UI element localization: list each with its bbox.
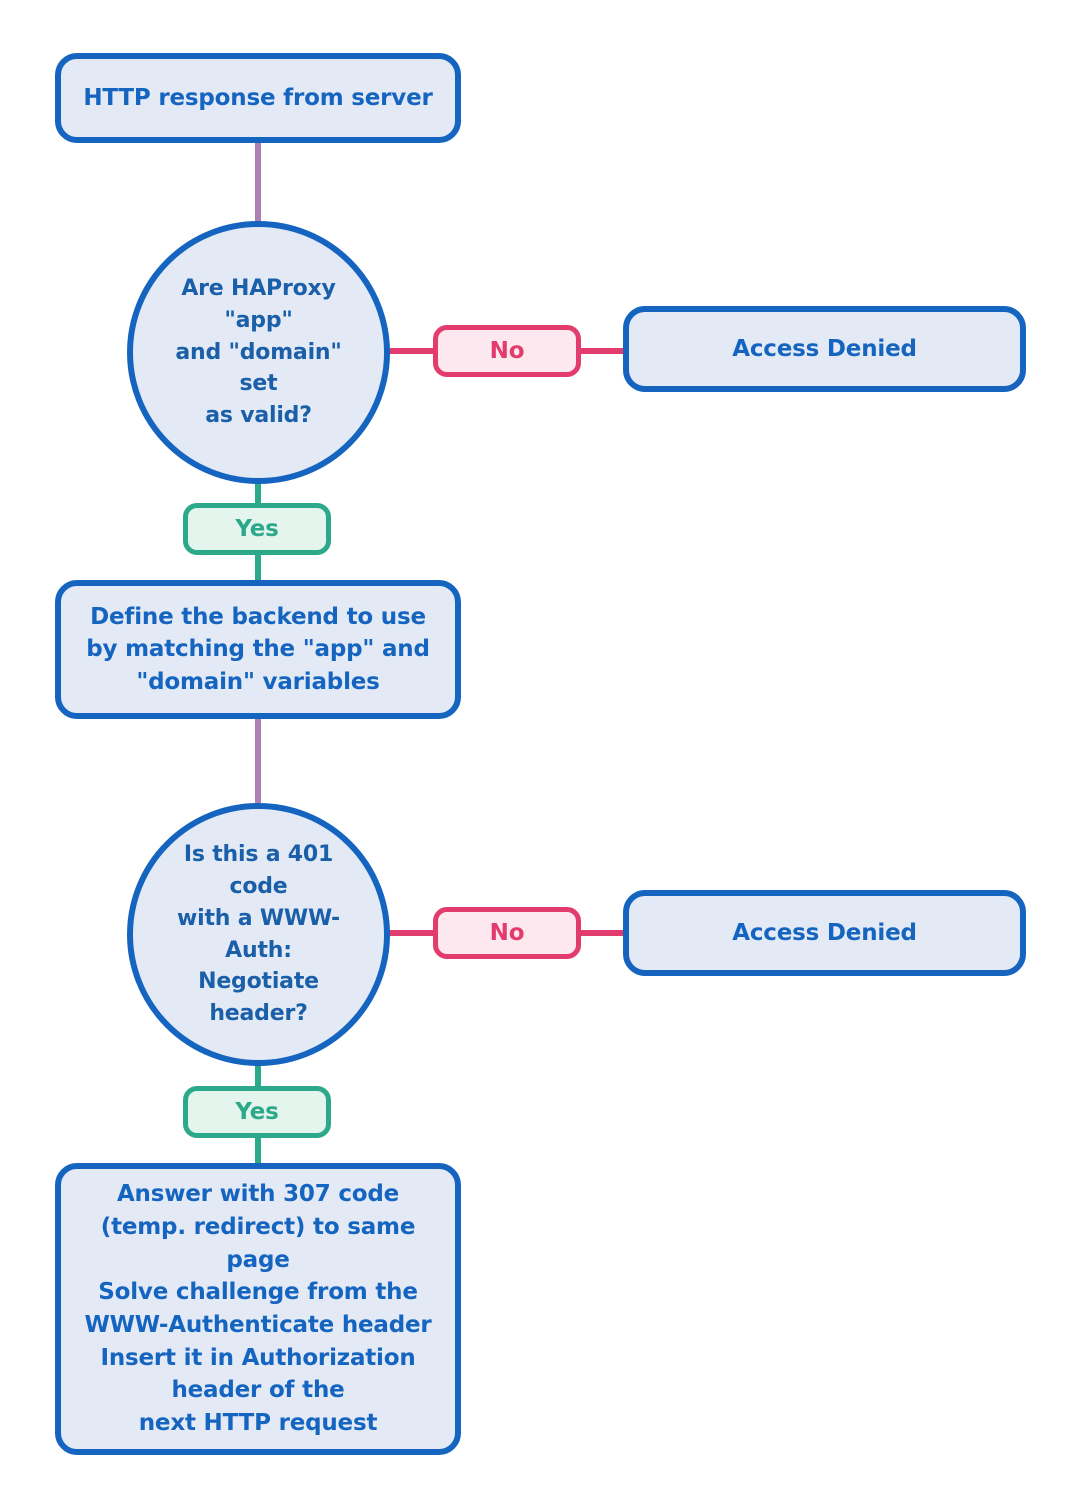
edge-decision2-to-no-label-2 bbox=[385, 930, 437, 936]
node-line-2: (temp. redirect) to same bbox=[100, 1214, 416, 1241]
edge-decision1-to-yes-label bbox=[255, 470, 261, 508]
node-label: HTTP response from server bbox=[83, 84, 433, 111]
node-label: Access Denied bbox=[732, 919, 917, 946]
edge-label-text: Yes bbox=[235, 1099, 279, 1125]
edge-define-backend-to-decision2 bbox=[255, 716, 261, 816]
decision-line-1: Is this a 401 code bbox=[183, 841, 334, 899]
decision-line-3: as valid? bbox=[205, 403, 312, 429]
edge-decision1-to-no-label bbox=[385, 348, 437, 354]
edge-no-label-2-to-denied2 bbox=[578, 930, 628, 936]
node-answer-307-redirect[interactable]: Answer with 307 code (temp. redirect) to… bbox=[55, 1163, 461, 1455]
decision-haproxy-app-domain-valid[interactable]: Are HAProxy "app" and "domain" set as va… bbox=[127, 221, 390, 484]
node-label: Answer with 307 code (temp. redirect) to… bbox=[75, 1178, 441, 1439]
edge-label-text: No bbox=[489, 920, 525, 946]
edge-label-text: No bbox=[489, 338, 525, 364]
decision-label: Are HAProxy "app" and "domain" set as va… bbox=[163, 273, 354, 432]
node-line-4: Solve challenge from the bbox=[98, 1279, 418, 1306]
edge-label-no-2[interactable]: No bbox=[433, 907, 581, 959]
node-label: Access Denied bbox=[732, 335, 917, 362]
decision-line-3: Negotiate header? bbox=[198, 969, 319, 1027]
node-http-response-from-server[interactable]: HTTP response from server bbox=[55, 53, 461, 143]
edge-label-yes-2[interactable]: Yes bbox=[183, 1086, 331, 1138]
edge-yes-label-to-define-backend bbox=[255, 550, 261, 584]
edge-yes-label-2-to-answer307 bbox=[255, 1133, 261, 1168]
node-line-8: next HTTP request bbox=[138, 1409, 378, 1436]
node-line-1: Answer with 307 code bbox=[116, 1181, 400, 1208]
edge-decision2-to-yes-label-2 bbox=[255, 1053, 261, 1091]
edge-label-text: Yes bbox=[235, 516, 279, 542]
node-line-3: page bbox=[226, 1246, 290, 1273]
decision-label: Is this a 401 code with a WWW-Auth: Nego… bbox=[163, 839, 354, 1030]
edge-start-to-decision1 bbox=[255, 138, 261, 230]
node-label: Define the backend to use by matching th… bbox=[75, 601, 441, 699]
decision-line-1: Are HAProxy "app" bbox=[181, 275, 336, 333]
decision-401-www-auth-negotiate[interactable]: Is this a 401 code with a WWW-Auth: Nego… bbox=[127, 803, 390, 1066]
node-access-denied-2[interactable]: Access Denied bbox=[623, 890, 1026, 976]
edge-label-no-1[interactable]: No bbox=[433, 325, 581, 377]
node-line-6: Insert it in Authorization bbox=[100, 1344, 416, 1371]
node-line-7: header of the bbox=[171, 1377, 345, 1404]
node-line-2: by matching the "app" and bbox=[86, 636, 430, 663]
node-line-3: "domain" variables bbox=[136, 668, 380, 695]
decision-line-2: with a WWW-Auth: bbox=[177, 905, 340, 963]
node-line-1: Define the backend to use bbox=[90, 603, 426, 630]
node-access-denied-1[interactable]: Access Denied bbox=[623, 306, 1026, 392]
node-define-backend[interactable]: Define the backend to use by matching th… bbox=[55, 580, 461, 719]
edge-label-yes-1[interactable]: Yes bbox=[183, 503, 331, 555]
edge-no-label-to-denied1 bbox=[578, 348, 628, 354]
decision-line-2: and "domain" set bbox=[175, 339, 342, 397]
node-line-5: WWW-Authenticate header bbox=[84, 1312, 432, 1338]
